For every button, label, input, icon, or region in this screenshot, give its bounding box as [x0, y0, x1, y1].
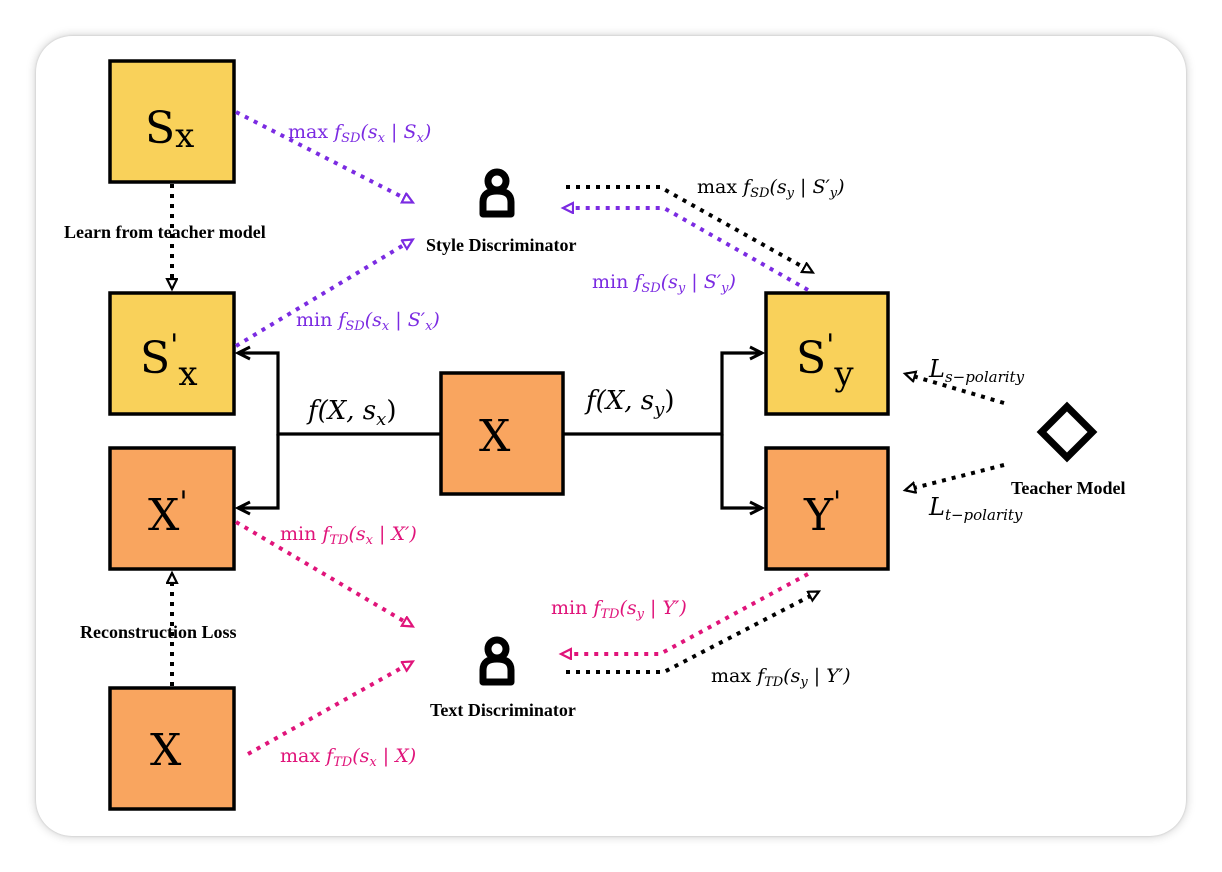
box-x-center: X	[439, 371, 565, 496]
x-to-text-disc-arrow	[247, 660, 412, 756]
l-t-polarity-formula: Lt−polarity	[928, 493, 1023, 524]
svg-text:Sx: Sx	[145, 103, 194, 156]
svg-text:S'x: S'x	[140, 328, 198, 394]
sx-prime-to-style-disc-arrow	[234, 240, 412, 348]
pink-dotted-arrows	[234, 520, 809, 756]
style-discriminator-label: Style Discriminator	[426, 235, 576, 255]
sx-to-style-disc-arrow	[235, 110, 412, 204]
svg-text:X: X	[479, 411, 511, 462]
box-x-prime: X'	[108, 446, 236, 571]
reconstruction-loss-label: Reconstruction Loss	[80, 622, 237, 642]
purple-dotted-arrows	[234, 110, 809, 348]
box-x-bottom: X	[108, 686, 236, 811]
teacher-to-sy-arrow	[906, 374, 1005, 405]
y-prime-to-text-disc-arrow	[562, 572, 809, 654]
black-dotted-arrows	[172, 184, 1005, 686]
style-discriminator-icon	[479, 168, 515, 218]
f-x-sy-label: f(X, sy)	[584, 386, 674, 420]
teacher-to-y-arrow	[906, 463, 1005, 490]
generator-connectors	[234, 345, 766, 516]
teacher-model-label: Teacher Model	[1011, 478, 1126, 498]
style-disc-to-sy-arrow	[566, 185, 812, 274]
sy-prime-to-style-disc-arrow	[564, 208, 809, 292]
text-discriminator-icon	[479, 636, 515, 686]
svg-text:X: X	[150, 725, 182, 776]
box-sx-prime: S'x	[108, 291, 236, 416]
text-discriminator-label: Text Discriminator	[430, 700, 576, 720]
box-sy-prime: S'y	[764, 291, 890, 416]
l-s-polarity-formula: Ls−polarity	[928, 355, 1025, 386]
svg-text:S'y: S'y	[796, 328, 854, 394]
f-x-sx-label: f(X, sx)	[306, 396, 396, 430]
box-sx: Sx	[108, 59, 236, 184]
box-y-prime: Y'	[764, 446, 890, 571]
learn-from-teacher-label: Learn from teacher model	[64, 222, 266, 242]
x-prime-to-text-disc-arrow	[234, 520, 412, 626]
text-disc-to-y-arrow	[566, 590, 818, 674]
svg-text:X': X'	[148, 485, 188, 541]
teacher-model-icon	[1036, 401, 1098, 463]
svg-text:Y': Y'	[803, 485, 841, 541]
